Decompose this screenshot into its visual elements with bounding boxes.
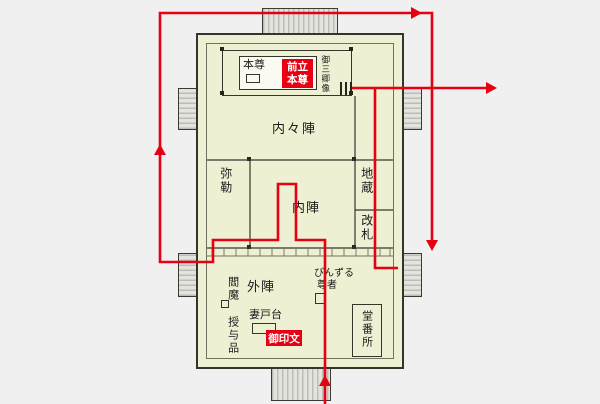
label-binzuru-2: 尊者	[317, 280, 337, 291]
label-nainaijin: 内々陣	[272, 121, 318, 136]
pillar	[352, 245, 356, 249]
west-upper-steps	[178, 88, 197, 130]
north-steps	[262, 8, 338, 34]
pillar	[220, 47, 224, 51]
east-lower-steps	[403, 253, 422, 297]
west-lower-steps	[178, 253, 197, 297]
label-juyohin: 授与品	[226, 316, 239, 355]
pillar	[349, 91, 353, 95]
label-gejin: 外陣	[247, 279, 276, 294]
maedachi-line2: 本尊	[287, 73, 308, 86]
goinmon-box: 御印文	[266, 330, 302, 346]
label-tsumadodai: 妻戸台	[249, 309, 282, 321]
label-jizo: 地蔵	[359, 167, 374, 195]
label-enma: 閻魔	[226, 276, 239, 302]
east-upper-steps	[403, 88, 422, 130]
maedachi-line1: 前立	[287, 60, 308, 73]
pillar	[352, 157, 356, 161]
label-binzuru-1: びんずる	[314, 268, 354, 279]
maedachi-honzon-box: 前立 本尊	[282, 59, 313, 88]
label-gosankyo: 御三卿像	[320, 55, 331, 93]
pillar	[247, 157, 251, 161]
pillar	[349, 47, 353, 51]
pillar	[220, 91, 224, 95]
honzon-pedestal	[246, 74, 260, 83]
south-steps	[271, 368, 331, 401]
label-dobansho: 堂番所	[360, 310, 373, 349]
label-miroku: 弥勒	[218, 167, 233, 195]
label-kaisatsu: 改札	[359, 214, 374, 242]
label-honzon: 本尊	[243, 59, 265, 71]
label-naijin: 内陣	[292, 200, 321, 215]
binzuru-statue-box	[315, 293, 326, 304]
pillar	[247, 245, 251, 249]
